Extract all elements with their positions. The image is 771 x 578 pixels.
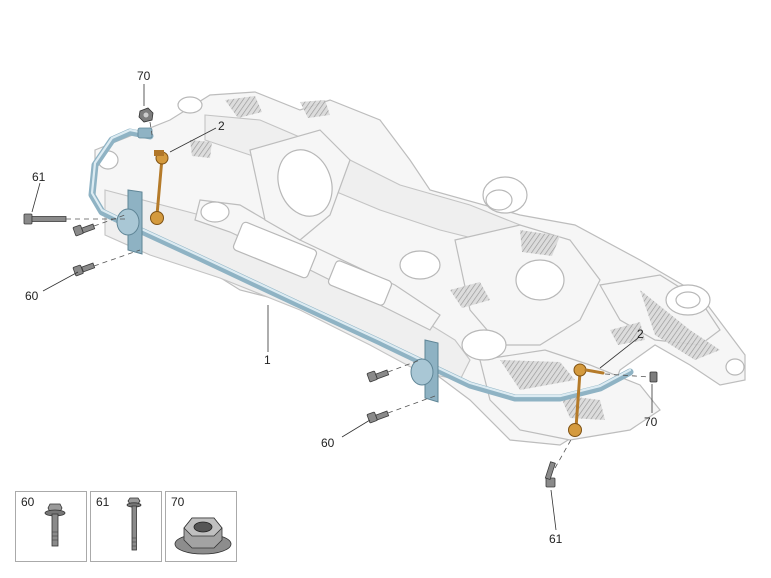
legend-item-70: 70 <box>165 491 237 562</box>
callout-2-top: 2 <box>218 119 225 133</box>
callout-2-right: 2 <box>637 327 644 341</box>
legend-label-61: 61 <box>96 495 110 509</box>
subframe <box>94 91 746 446</box>
callout-70-right: 70 <box>644 415 658 429</box>
long-bolt-left <box>23 213 67 225</box>
long-bolt-bottom <box>544 461 556 488</box>
flange-nut-icon <box>174 517 232 555</box>
legend-item-60: 60 <box>15 491 87 562</box>
leader-lines <box>31 84 653 531</box>
bar-bracket-right <box>410 339 439 403</box>
flange-bolt-icon <box>44 503 66 547</box>
short-bolt-left-upper <box>72 223 96 237</box>
short-bolt-right-upper <box>366 369 390 383</box>
legend-label-70: 70 <box>171 495 185 509</box>
callout-61-left: 61 <box>32 170 46 184</box>
callout-70-top-left: 70 <box>137 69 151 83</box>
coupling-rod-left <box>150 150 169 225</box>
nut-right <box>649 371 658 383</box>
callout-60-bottom: 60 <box>321 436 335 450</box>
long-bolt-icon <box>126 497 142 551</box>
legend-label-60: 60 <box>21 495 35 509</box>
callout-61-bottom: 61 <box>549 532 563 546</box>
short-bolt-right-lower <box>366 410 390 424</box>
nut-top-left <box>138 107 154 123</box>
callout-1-stabilizer: 1 <box>264 353 271 367</box>
short-bolt-left-lower <box>72 262 96 277</box>
assembly-lines <box>66 121 651 469</box>
coupling-rod-right <box>568 363 605 437</box>
callout-60-left: 60 <box>25 289 39 303</box>
legend-item-61: 61 <box>90 491 162 562</box>
